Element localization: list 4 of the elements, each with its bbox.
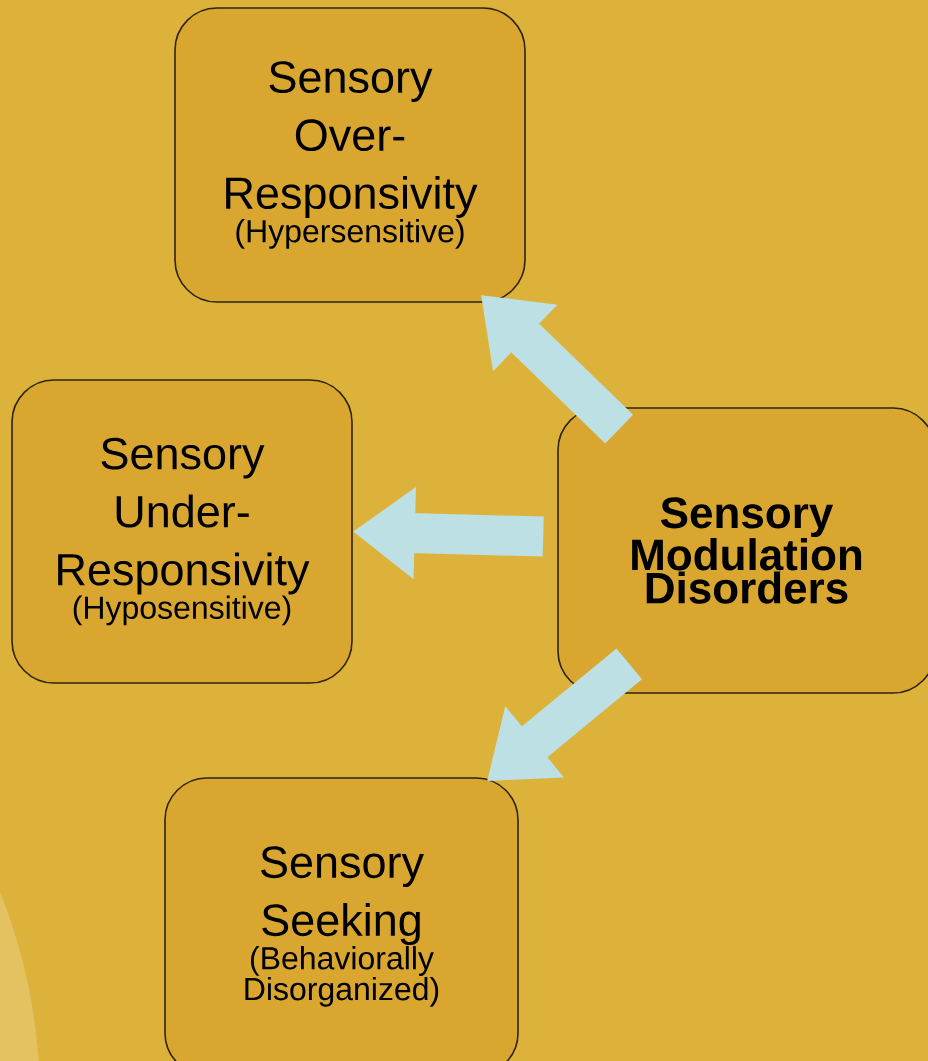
main-box: Sensory Modulation Disorders [557,407,928,694]
process-box: Sensory Under-Responsivity (Hyposensitive) [11,379,353,684]
process-box: Sensory Over-Responsivity (Hypersensitive) [174,7,526,303]
process-box: Sensory Seeking (Behaviorally Disorganized) [164,777,519,1061]
